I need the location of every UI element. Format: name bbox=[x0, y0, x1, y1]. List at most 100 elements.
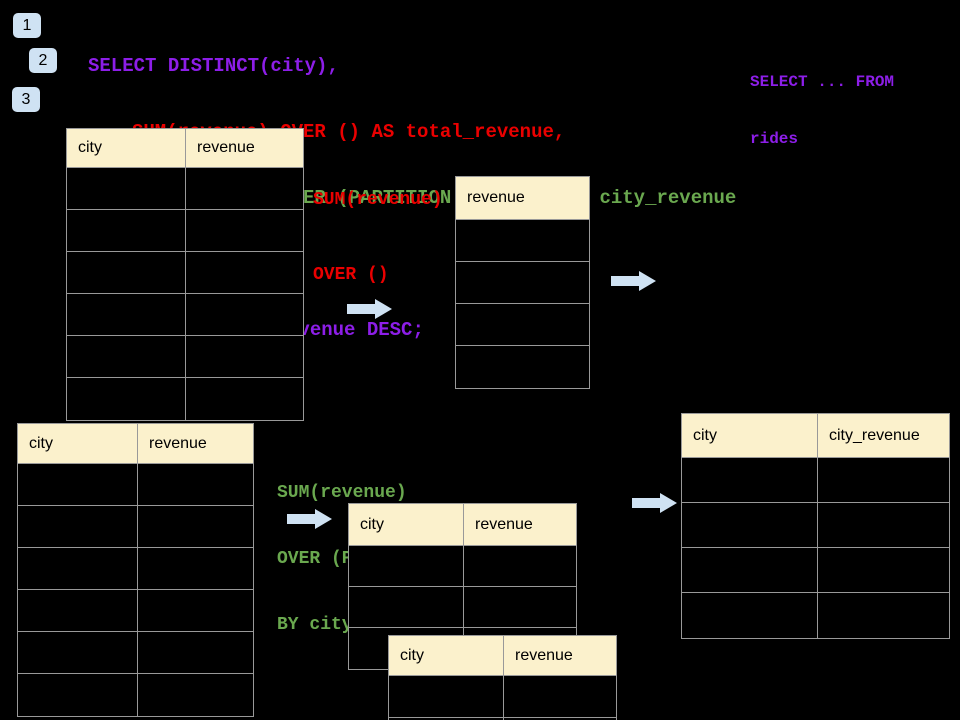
table-cell bbox=[682, 503, 818, 547]
table-row bbox=[18, 464, 253, 506]
table-cell bbox=[186, 168, 303, 209]
table-cell bbox=[456, 346, 589, 388]
table-cell bbox=[18, 506, 138, 547]
column-header-city: city bbox=[349, 504, 464, 545]
column-header-city: city bbox=[18, 424, 138, 463]
table-header-row: city revenue bbox=[18, 424, 253, 464]
table-row bbox=[67, 378, 303, 420]
from-rides-note: SELECT ... FROM rides bbox=[750, 35, 894, 168]
column-header-city: city bbox=[389, 636, 504, 675]
table-cell bbox=[186, 252, 303, 293]
column-header-revenue: revenue bbox=[197, 139, 255, 156]
arrow-right-icon bbox=[287, 508, 333, 530]
sql-line-select: SELECT DISTINCT(city), bbox=[88, 55, 339, 77]
table-cell bbox=[389, 718, 504, 720]
table-cell bbox=[18, 464, 138, 505]
table-cell bbox=[456, 262, 589, 303]
table-row bbox=[456, 220, 589, 262]
table-cell bbox=[67, 210, 186, 251]
table-cell bbox=[186, 336, 303, 377]
table-cell bbox=[18, 632, 138, 673]
table-partition-step-overlay: city revenue bbox=[388, 635, 617, 720]
label-total-line-1: SUM(revenue) bbox=[313, 190, 443, 210]
table-total-revenue-result: revenue bbox=[455, 176, 590, 389]
label-total-line-2: OVER () bbox=[313, 265, 389, 285]
table-cell bbox=[186, 378, 303, 420]
column-header-revenue: revenue bbox=[475, 515, 533, 533]
table-cell bbox=[67, 168, 186, 209]
column-header-city-revenue: city_revenue bbox=[829, 426, 920, 444]
table-cell bbox=[138, 464, 253, 505]
table-header-row: city revenue bbox=[349, 504, 576, 546]
table-row bbox=[67, 294, 303, 336]
table-row bbox=[389, 718, 616, 720]
table-cell bbox=[504, 676, 616, 717]
column-header-city: city bbox=[67, 129, 186, 167]
step-badge-3: 3 bbox=[12, 87, 40, 112]
table-cell bbox=[349, 546, 464, 586]
table-row bbox=[682, 458, 949, 503]
table-cell bbox=[818, 593, 949, 638]
table-cell bbox=[464, 546, 576, 586]
arrow-right-icon bbox=[347, 298, 393, 320]
table-source-top: city revenue bbox=[66, 128, 304, 421]
table-cell bbox=[67, 336, 186, 377]
column-header-city: city bbox=[682, 414, 818, 457]
table-cell bbox=[682, 548, 818, 592]
table-header-row: city revenue bbox=[389, 636, 616, 676]
table-cell bbox=[138, 590, 253, 631]
table-cell bbox=[349, 587, 464, 627]
table-cell bbox=[138, 506, 253, 547]
table-header-row: city city_revenue bbox=[682, 414, 949, 458]
column-header-revenue: revenue bbox=[467, 189, 525, 206]
table-row bbox=[682, 503, 949, 548]
from-note-line-2: rides bbox=[750, 130, 799, 148]
table-cell bbox=[18, 590, 138, 631]
table-row bbox=[18, 632, 253, 674]
step-badge-2: 2 bbox=[29, 48, 57, 73]
table-header-row: revenue bbox=[456, 177, 589, 220]
table-cell bbox=[67, 294, 186, 335]
table-row bbox=[682, 593, 949, 638]
table-cell bbox=[389, 676, 504, 717]
table-row bbox=[67, 168, 303, 210]
table-cell bbox=[186, 210, 303, 251]
table-cell bbox=[67, 378, 186, 420]
table-row bbox=[456, 346, 589, 388]
table-cell bbox=[186, 294, 303, 335]
table-row bbox=[456, 304, 589, 346]
label-partition-line-1: SUM(revenue) bbox=[277, 483, 407, 503]
table-row bbox=[389, 676, 616, 718]
table-header-row: city revenue bbox=[67, 129, 303, 168]
table-row bbox=[18, 590, 253, 632]
table-cell bbox=[818, 458, 949, 502]
table-cell bbox=[18, 548, 138, 589]
arrow-right-icon bbox=[632, 492, 678, 514]
table-cell bbox=[682, 593, 818, 638]
table-cell bbox=[818, 548, 949, 592]
table-row bbox=[67, 252, 303, 294]
arrow-right-icon bbox=[611, 270, 657, 292]
table-cell bbox=[456, 304, 589, 345]
table-row bbox=[18, 506, 253, 548]
table-cell bbox=[138, 632, 253, 673]
table-cell bbox=[456, 220, 589, 261]
table-cell bbox=[67, 252, 186, 293]
table-cell bbox=[818, 503, 949, 547]
table-row bbox=[18, 548, 253, 590]
table-row bbox=[67, 210, 303, 252]
table-cell bbox=[18, 674, 138, 716]
table-cell bbox=[138, 674, 253, 716]
table-row bbox=[349, 587, 576, 628]
table-row bbox=[456, 262, 589, 304]
table-cell bbox=[682, 458, 818, 502]
table-row bbox=[682, 548, 949, 593]
table-row bbox=[67, 336, 303, 378]
table-row bbox=[349, 546, 576, 587]
table-source-bottom: city revenue bbox=[17, 423, 254, 717]
column-header-revenue: revenue bbox=[149, 434, 207, 452]
from-note-line-1: SELECT ... FROM bbox=[750, 73, 895, 91]
column-header-revenue: revenue bbox=[515, 646, 573, 664]
table-city-revenue-result: city city_revenue bbox=[681, 413, 950, 639]
label-sum-over-total: SUM(revenue) OVER () bbox=[313, 138, 443, 313]
